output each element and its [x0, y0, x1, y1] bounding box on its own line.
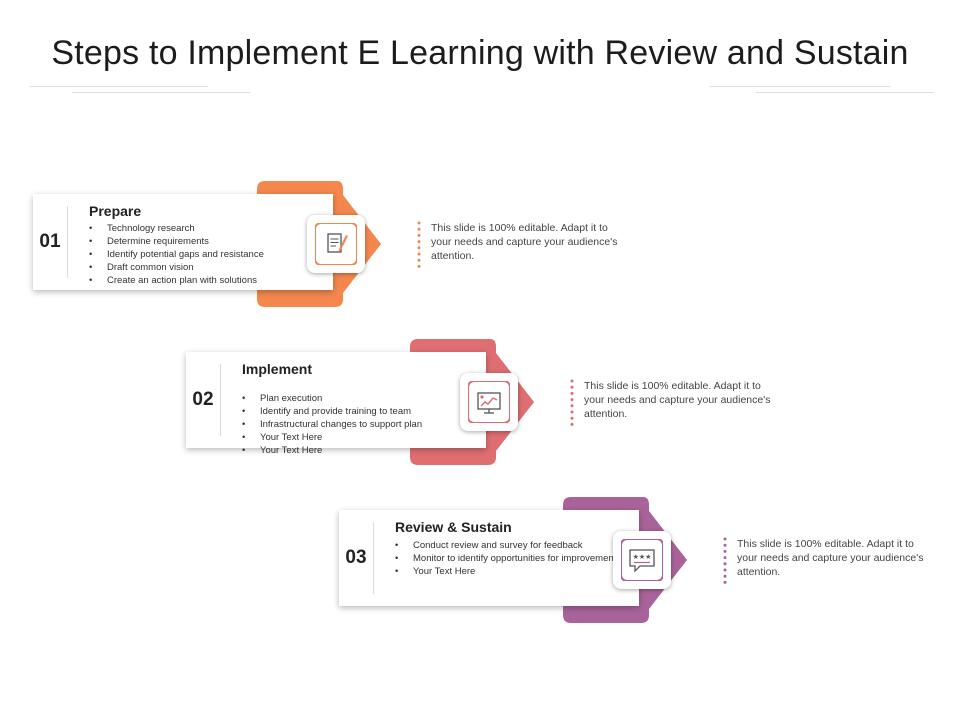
step-2-bullet-list: Plan execution Identify and provide trai… — [242, 392, 482, 457]
step-2-number: 02 — [192, 389, 214, 410]
note-dot — [417, 240, 421, 244]
step-1-heading: Prepare — [89, 203, 142, 219]
step-3-card: 03 Review & Sustain Conduct review and s… — [339, 510, 639, 606]
step-1-bullet-3: Identify potential gaps and resistance — [89, 248, 329, 261]
rating-chat-bubble-icon: ★★★ — [621, 539, 663, 581]
note-dot — [417, 252, 421, 256]
step-2-divider — [220, 364, 221, 436]
step-1: 01 Prepare Technology research Determine… — [33, 181, 653, 311]
step-3-bullet-list: Conduct review and survey for feedback M… — [395, 539, 635, 578]
step-3: 03 Review & Sustain Conduct review and s… — [339, 497, 959, 627]
note-dot — [723, 568, 727, 572]
step-2-note: This slide is 100% editable. Adapt it to… — [570, 379, 770, 429]
presentation-board-icon — [468, 381, 510, 423]
step-1-note-dots — [417, 221, 421, 268]
note-dot — [723, 556, 727, 560]
step-1-note-text: This slide is 100% editable. Adapt it to… — [431, 222, 618, 262]
notepad-pen-icon — [315, 223, 357, 265]
step-3-note: This slide is 100% editable. Adapt it to… — [723, 537, 923, 587]
step-1-bullet-5: Create an action plan with solutions — [89, 274, 329, 287]
note-dot — [723, 543, 727, 547]
note-dot — [417, 227, 421, 231]
step-1-number: 01 — [39, 231, 61, 252]
note-dot — [417, 264, 421, 268]
step-3-bullet-3: Your Text Here — [395, 565, 635, 578]
step-3-heading: Review & Sustain — [395, 519, 512, 535]
note-dot — [570, 398, 574, 402]
svg-text:★★★: ★★★ — [633, 553, 652, 561]
step-2-note-dots — [570, 379, 574, 426]
note-dot — [570, 404, 574, 408]
step-2-bullet-3: Infrastructural changes to support plan — [242, 418, 482, 431]
note-dot — [417, 233, 421, 237]
step-1-bullet-2: Determine requirements — [89, 235, 329, 248]
step-2-bullet-2: Identify and provide training to team — [242, 405, 482, 418]
note-dot — [570, 410, 574, 414]
note-dot — [570, 391, 574, 395]
step-3-divider — [373, 522, 374, 594]
step-1-bullet-4: Draft common vision — [89, 261, 329, 274]
step-1-bullet-1: Technology research — [89, 222, 329, 235]
note-dot — [417, 258, 421, 262]
step-3-icon-box: ★★★ — [613, 531, 671, 589]
step-1-icon-box — [307, 215, 365, 273]
step-2-card: 02 Implement Plan execution Identify and… — [186, 352, 486, 457]
note-dot — [570, 416, 574, 420]
note-dot — [723, 537, 727, 541]
note-dot — [723, 580, 727, 584]
step-2-bullet-4: Your Text Here — [242, 431, 482, 444]
note-dot — [723, 562, 727, 566]
note-dot — [570, 385, 574, 389]
step-3-bullet-2: Monitor to identify opportunities for im… — [395, 552, 635, 565]
step-2-bullet-5: Your Text Here — [242, 444, 482, 457]
note-dot — [570, 379, 574, 383]
step-1-divider — [67, 206, 68, 278]
step-2-bullet-1: Plan execution — [242, 392, 482, 405]
title-rule-right — [710, 86, 890, 87]
note-dot — [570, 422, 574, 426]
step-2-icon-box — [460, 373, 518, 431]
step-1-note: This slide is 100% editable. Adapt it to… — [417, 221, 617, 271]
note-dot — [417, 246, 421, 250]
note-dot — [417, 221, 421, 225]
note-dot — [723, 574, 727, 578]
step-2: 02 Implement Plan execution Identify and… — [186, 339, 806, 469]
note-dot — [723, 549, 727, 553]
slide-title: Steps to Implement E Learning with Revie… — [51, 34, 909, 72]
step-1-card: 01 Prepare Technology research Determine… — [33, 194, 333, 290]
step-3-note-text: This slide is 100% editable. Adapt it to… — [737, 538, 924, 578]
step-2-note-text: This slide is 100% editable. Adapt it to… — [584, 380, 771, 420]
step-3-number: 03 — [345, 547, 367, 568]
title-rule-right-lower — [756, 92, 934, 93]
step-1-bullet-list: Technology research Determine requiremen… — [89, 222, 329, 287]
title-rule-left-lower — [72, 92, 250, 93]
title-rule-left — [30, 86, 208, 87]
step-2-heading: Implement — [242, 361, 313, 377]
step-3-note-dots — [723, 537, 727, 584]
step-3-bullet-1: Conduct review and survey for feedback — [395, 539, 635, 552]
